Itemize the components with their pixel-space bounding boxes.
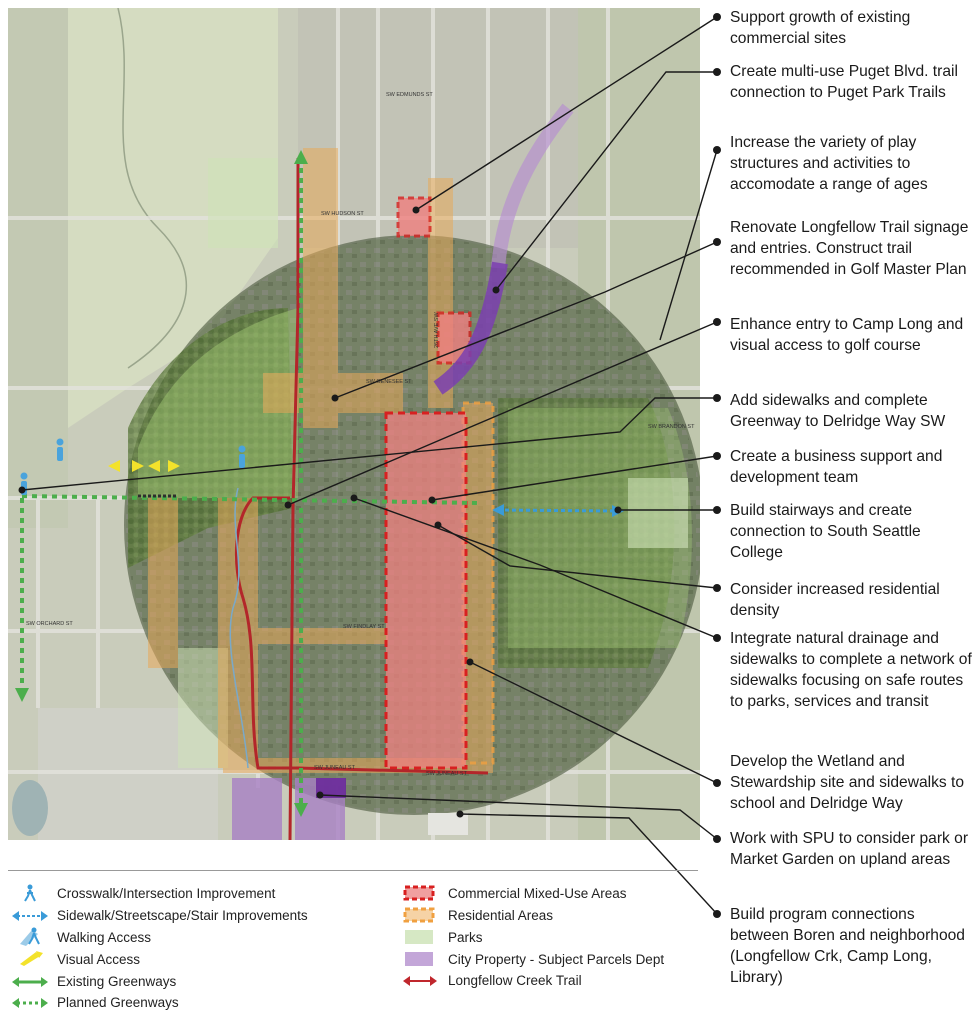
legend-parks: Parks bbox=[448, 930, 483, 945]
street-label-juneau-east: SW JUNEAU ST bbox=[426, 771, 468, 777]
callout-residential-density: Consider increased residential density bbox=[730, 581, 940, 619]
double-arrow-green-dashed-icon bbox=[12, 998, 48, 1008]
street-label-edmunds: SW EDMUNDS ST bbox=[386, 92, 433, 98]
green-box-icon bbox=[405, 930, 433, 944]
legend-divider bbox=[8, 870, 698, 871]
legend-visual-access: Visual Access bbox=[57, 952, 141, 967]
map-legend: Crosswalk/Intersection Improvement Sidew… bbox=[0, 870, 700, 1015]
callout-natural-drainage: Integrate natural drainage and sidewalks… bbox=[730, 630, 972, 710]
legend-residential: Residential Areas bbox=[448, 908, 554, 923]
legend-sidewalk: Sidewalk/Streetscape/Stair Improvements bbox=[57, 908, 308, 923]
callout-stairways: Build stairways and create connection to… bbox=[730, 502, 921, 561]
double-arrow-green-icon bbox=[12, 977, 48, 987]
greenway-west-arrow-south bbox=[15, 688, 29, 702]
walker-icon bbox=[20, 927, 40, 946]
golf-course-line bbox=[117, 8, 188, 369]
street-label-26th: 26TH AVE SW bbox=[434, 312, 440, 348]
callout-greenway-delridge: Add sidewalks and complete Greenway to D… bbox=[730, 392, 946, 430]
map: SW HUDSON ST SW EDMUNDS ST SW FINDLAY ST… bbox=[8, 8, 700, 840]
greenway-arrow-south bbox=[294, 803, 308, 817]
street-label-hudson: SW HUDSON ST bbox=[321, 211, 364, 217]
city-property-west bbox=[232, 778, 282, 840]
pedestrian-icon bbox=[24, 884, 36, 902]
longfellow-creek-trail-south bbox=[235, 496, 489, 775]
callout-play-structures: Increase the variety of play structures … bbox=[730, 134, 928, 193]
park-overlay-east-small bbox=[628, 478, 688, 548]
street-label-brandon: SW BRANDON ST bbox=[648, 424, 695, 430]
callout-longfellow-trail: Renovate Longfellow Trail signage and en… bbox=[730, 219, 969, 278]
callout-puget-trail: Create multi-use Puget Blvd. trail conne… bbox=[730, 63, 958, 101]
longfellow-creek bbox=[229, 487, 249, 769]
park-overlay-north-west bbox=[208, 158, 278, 248]
school-building bbox=[428, 813, 468, 835]
double-arrow-blue-icon bbox=[12, 911, 48, 921]
street-label-findlay: SW FINDLAY ST bbox=[343, 624, 385, 630]
legend-commercial: Commercial Mixed-Use Areas bbox=[448, 886, 627, 901]
greenway-arrow-north bbox=[294, 150, 308, 164]
legend-creek-trail: Longfellow Creek Trail bbox=[448, 973, 582, 988]
legend-walking-access: Walking Access bbox=[57, 930, 152, 945]
orange-dashed-box-icon bbox=[403, 907, 435, 923]
callout-commercial-growth: Support growth of existing commercial si… bbox=[730, 9, 911, 47]
callout-wetland: Develop the Wetland and Stewardship site… bbox=[730, 753, 965, 812]
callout-spu: Work with SPU to consider park or Market… bbox=[730, 830, 969, 868]
street-label-genesee: SW GENESEE ST bbox=[366, 379, 412, 385]
red-double-arrow-icon bbox=[403, 976, 437, 986]
legend-crosswalk: Crosswalk/Intersection Improvement bbox=[57, 886, 276, 901]
callout-business-support: Create a business support and developmen… bbox=[730, 448, 943, 486]
legend-existing-greenways: Existing Greenways bbox=[57, 974, 177, 989]
red-dashed-box-icon bbox=[403, 885, 435, 901]
street-label-orchard: SW ORCHARD ST bbox=[26, 621, 73, 627]
legend-city-property: City Property - Subject Parcels Dept bbox=[448, 952, 665, 967]
street-label-juneau-west: SW JUNEAU ST bbox=[314, 765, 356, 771]
commercial-area-north bbox=[396, 196, 432, 238]
city-property-dark bbox=[316, 778, 346, 798]
commercial-area-main bbox=[386, 413, 466, 768]
callout-boren: Build program connections between Boren … bbox=[730, 906, 965, 986]
purple-box-icon bbox=[405, 952, 433, 966]
callout-camp-long: Enhance entry to Camp Long and visual ac… bbox=[730, 316, 964, 354]
eye-arrow-icon bbox=[20, 951, 43, 966]
pond bbox=[12, 780, 48, 836]
legend-planned-greenways: Planned Greenways bbox=[57, 995, 179, 1010]
